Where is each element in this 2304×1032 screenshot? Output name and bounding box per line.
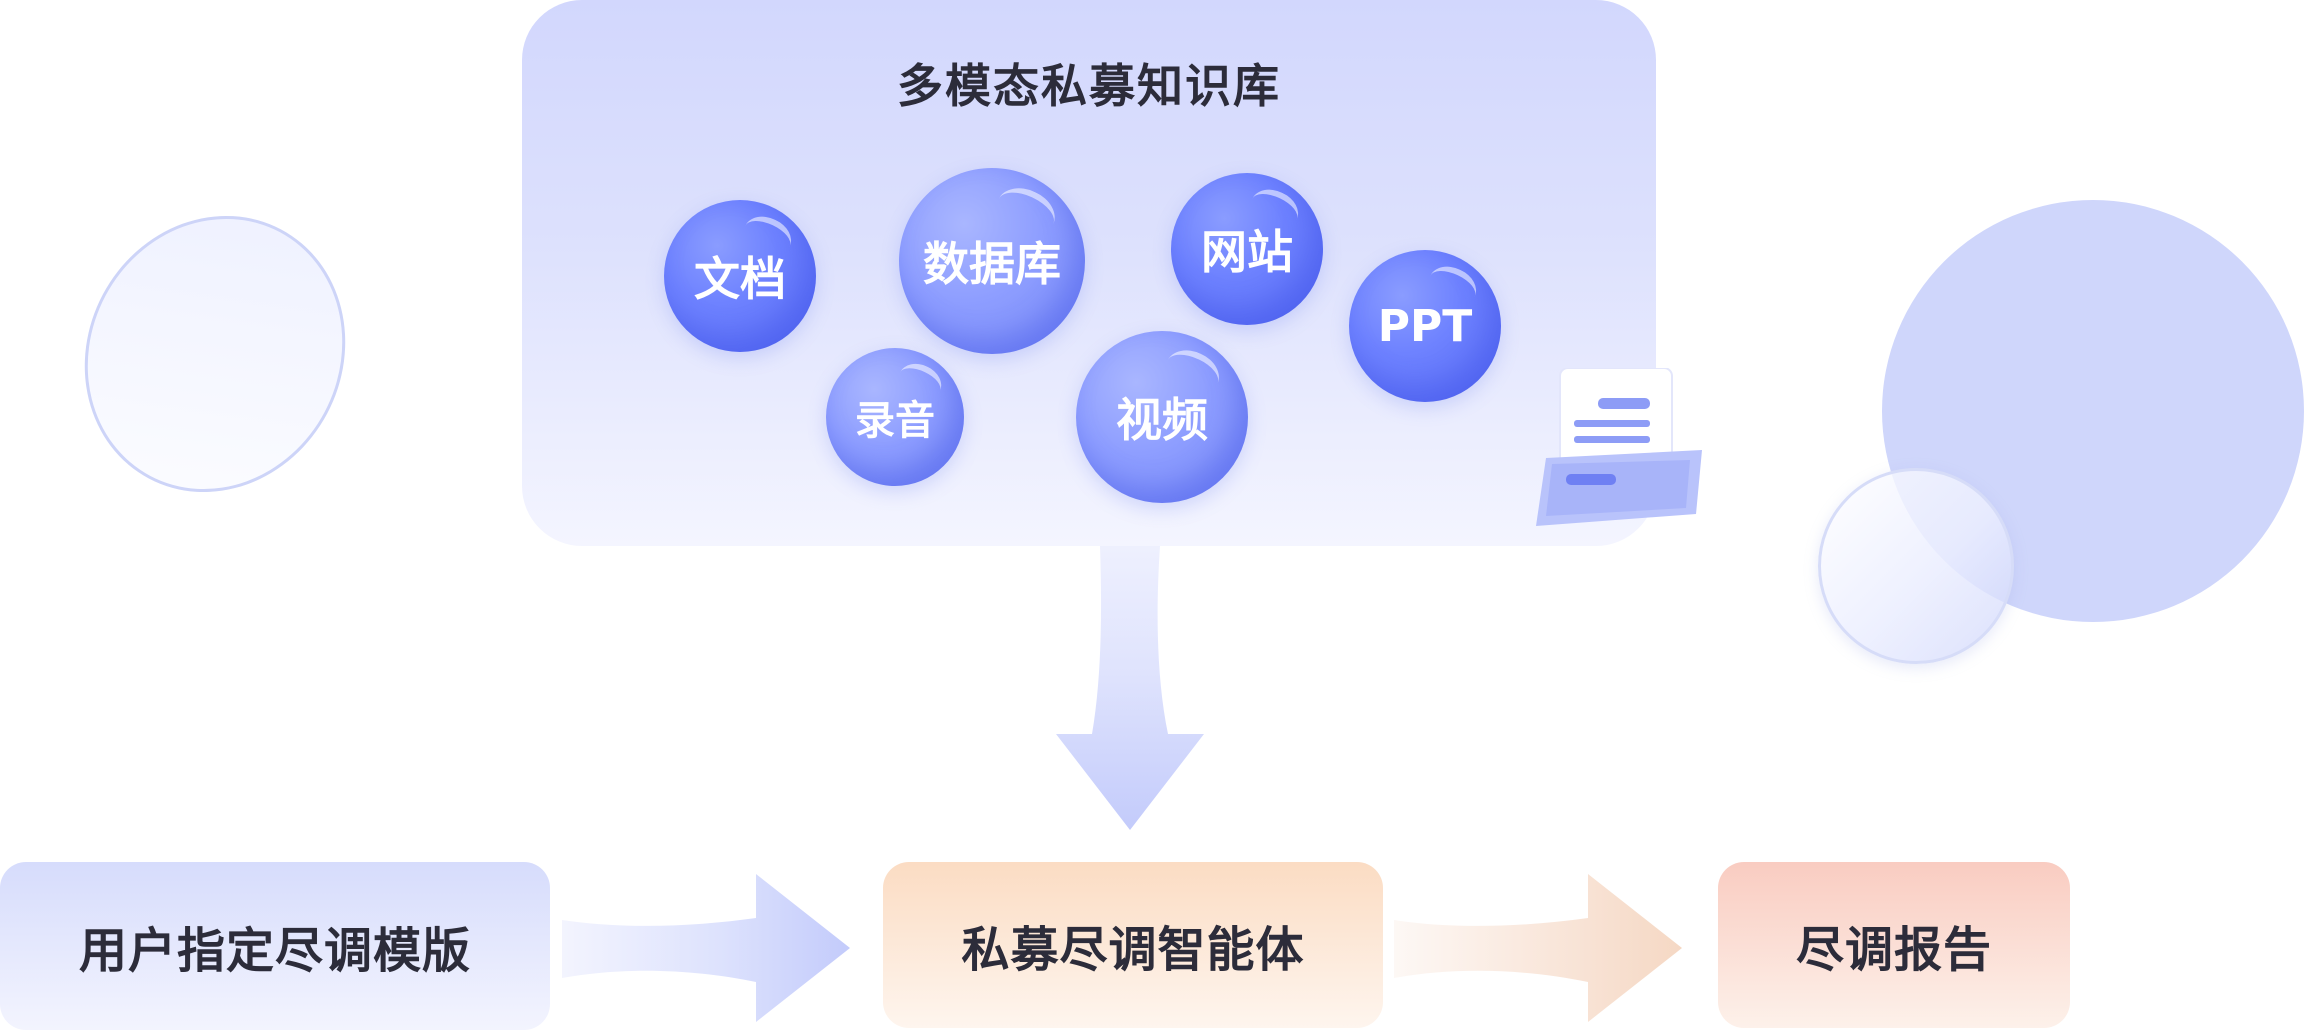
report-label: 尽调报告 bbox=[1795, 922, 1992, 978]
right-arrow-icon bbox=[562, 874, 850, 1022]
source-label-website: 网站 bbox=[1201, 225, 1293, 279]
source-bubble-documents: 文档 bbox=[664, 200, 816, 352]
source-label-recording: 录音 bbox=[855, 398, 935, 444]
agent-box: 私募尽调智能体 bbox=[883, 862, 1383, 1028]
template-label: 用户指定尽调模版 bbox=[78, 923, 471, 979]
report-box: 尽调报告 bbox=[1718, 862, 2070, 1028]
source-label-documents: 文档 bbox=[694, 252, 786, 306]
source-bubble-recording: 录音 bbox=[826, 348, 964, 486]
right-arrow-icon bbox=[1394, 874, 1682, 1022]
source-bubble-database: 数据库 bbox=[899, 168, 1085, 354]
source-label-database: 数据库 bbox=[923, 237, 1061, 291]
source-label-ppt: PPT bbox=[1377, 300, 1473, 352]
source-label-video: 视频 bbox=[1116, 393, 1208, 447]
decorative-ellipse bbox=[36, 169, 394, 539]
source-bubble-ppt: PPT bbox=[1349, 250, 1501, 402]
source-bubble-video: 视频 bbox=[1076, 331, 1248, 503]
printer-icon bbox=[1536, 368, 1702, 526]
decorative-circle-glass bbox=[1818, 468, 2014, 664]
source-bubble-website: 网站 bbox=[1171, 173, 1323, 325]
agent-label: 私募尽调智能体 bbox=[961, 922, 1305, 978]
knowledge-base-title: 多模态私募知识库 bbox=[897, 59, 1281, 113]
template-box: 用户指定尽调模版 bbox=[0, 862, 550, 1030]
down-arrow-icon bbox=[1056, 546, 1204, 830]
